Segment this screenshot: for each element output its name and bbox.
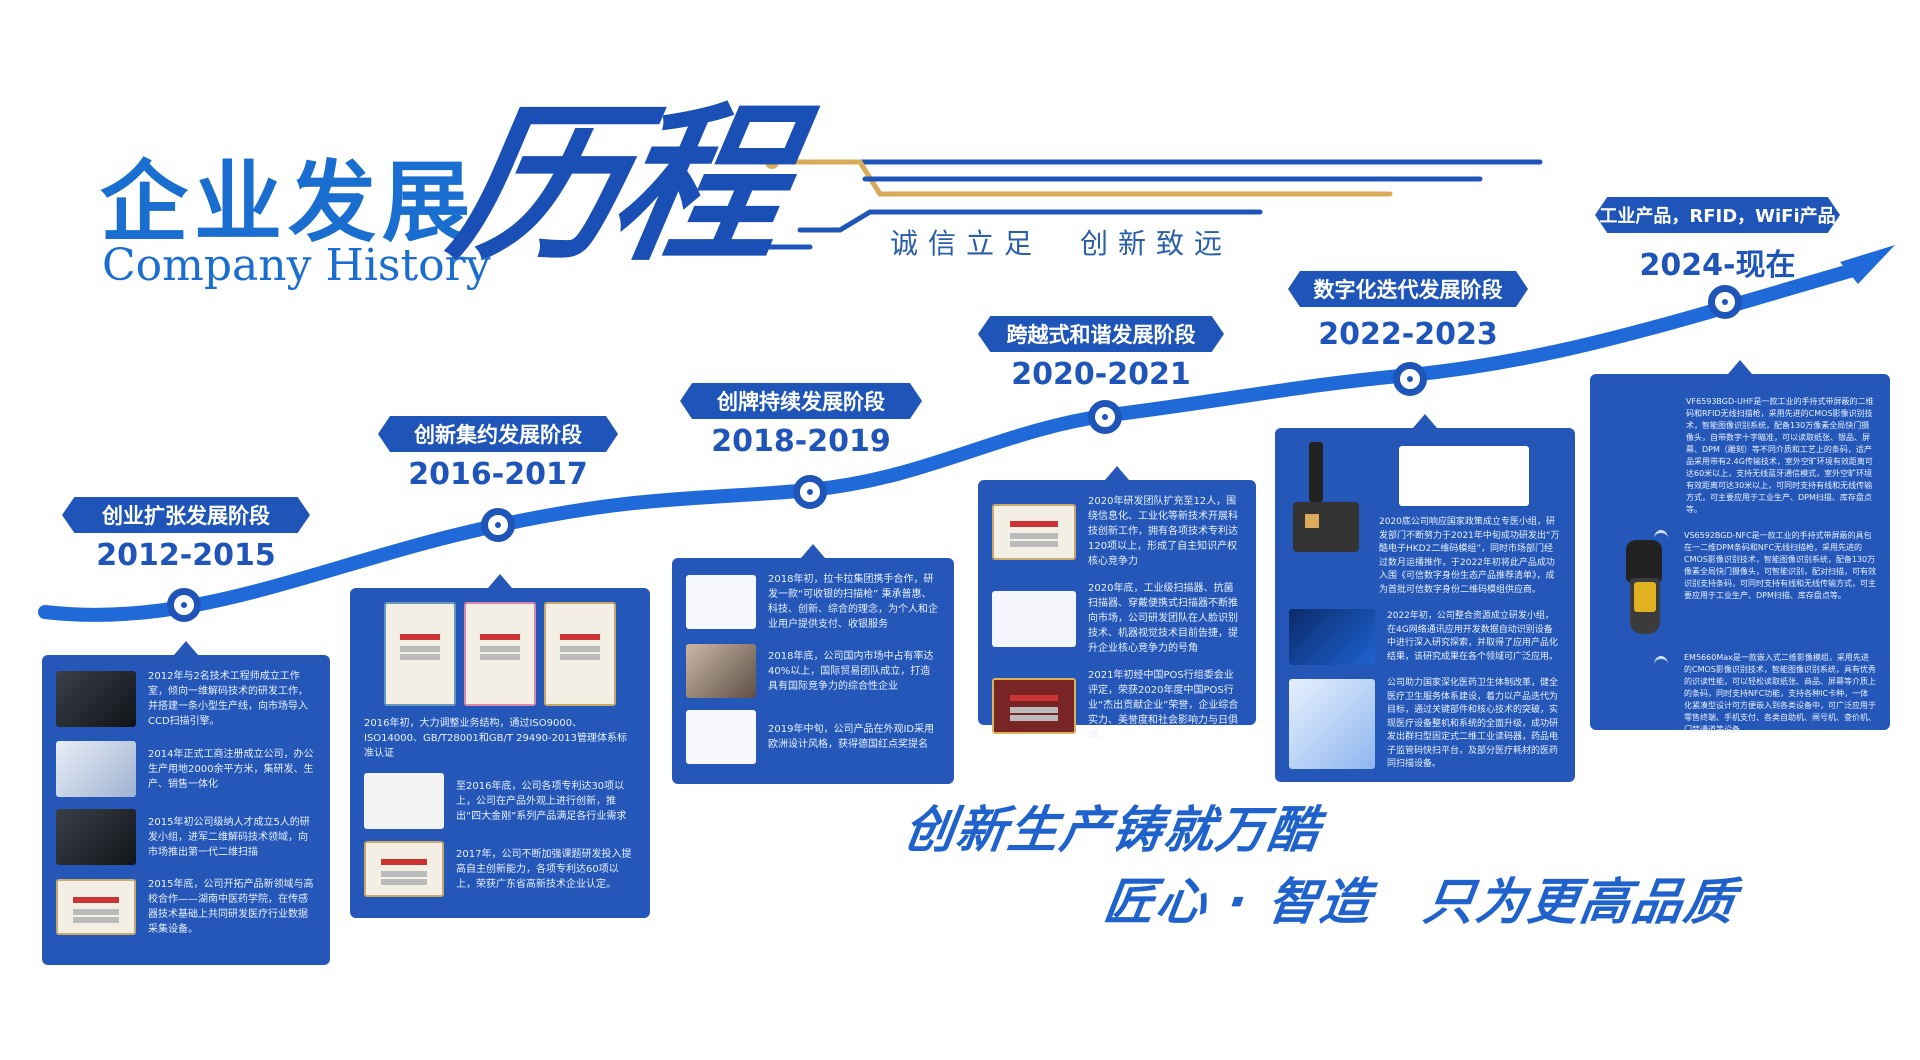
milestone-text: 2020底公司响应国家政策成立专医小组，研发部门不断努力于2021年中旬成功研发… xyxy=(1379,517,1560,595)
list-item: 2018年底，公司国内市场中占有率达40%以上，国际贸易团队成立，打造具有国际竞… xyxy=(686,644,940,698)
list-item: 2017年，公司不断加强课题研发投入提高自主创新能力，各项专利达60项以上，荣获… xyxy=(364,841,636,897)
motto: 诚信立足 创新致远 xyxy=(890,227,1233,260)
decorative-lines xyxy=(754,155,1543,253)
embedded-module-icon xyxy=(1604,652,1674,682)
timeline-arrowhead xyxy=(1840,245,1895,284)
stage-year-6: 2024-现在 xyxy=(1639,248,1796,283)
wifi-icon xyxy=(1654,656,1668,673)
page-title-en: Company History xyxy=(102,240,491,291)
list-item: 2015年初公司级纳人才成立5人的研发小组，进军二维解码技术领域，向市场推出第一… xyxy=(56,809,316,865)
stage-tag-5: 数字化迭代发展阶段 xyxy=(1288,271,1528,307)
timeline-node-3 xyxy=(793,475,827,509)
list-item: 2015年底，公司开拓产品新领域与高校合作——湖南中医药学院，在传感器技术基础上… xyxy=(56,877,316,937)
certificate-image xyxy=(384,602,456,706)
timeline-node-2 xyxy=(481,508,515,542)
milestone-text: 2012年与2名技术工程师成立工作室，倾向一维解码技术的研发工作，并搭建一条小型… xyxy=(148,671,308,727)
scan-module-image xyxy=(56,809,136,865)
list-item: 2021年初经中国POS行组委会业评定，荣获2020年度中国POS行业“杰出贡献… xyxy=(992,668,1242,743)
list-item: 2022年初，公司整合资源成立研发小组，在4G网络通讯应用开发数据自动识别设备中… xyxy=(1289,609,1561,665)
timeline-curve xyxy=(38,261,1867,622)
milestone-text: 2016年初，大力调整业务结构，通过ISO9000、ISO14000、GB/T2… xyxy=(364,718,628,759)
card-2016-2017: 2016年初，大力调整业务结构，通过ISO9000、ISO14000、GB/T2… xyxy=(350,574,650,918)
wifi-icon xyxy=(1654,530,1668,547)
network-device-image xyxy=(1289,609,1375,665)
timeline-node-4 xyxy=(1088,400,1122,434)
milestone-text: 2018年底，公司国内市场中占有率达40%以上，国际贸易团队成立，打造具有国际竞… xyxy=(768,650,934,692)
milestone-text: 2022年初，公司整合资源成立研发小组，在4G网络通讯应用开发数据自动识别设备中… xyxy=(1387,611,1559,662)
page-title-big: 历程 xyxy=(437,85,793,285)
stage-year-5: 2022-2023 xyxy=(1318,317,1498,352)
product-series-image xyxy=(364,773,444,829)
list-item: 2014年正式工商注册成立公司，办公生产用地2000余平方米，集研发、生产、销售… xyxy=(56,741,316,797)
list-item: 公司助力国家深化医药卫生体制改革，健全医疗卫生服务体系建设，着力以产品迭代为目标… xyxy=(1289,677,1561,772)
list-item: 2012年与2名技术工程师成立工作室，倾向一维解码技术的研发工作，并搭建一条小型… xyxy=(56,669,316,729)
building-image xyxy=(56,741,136,797)
payment-scanner-image xyxy=(686,575,756,629)
medical-devices-image xyxy=(1289,679,1375,770)
list-item: 2020年研发团队扩充至12人，围绕信息化、工业化等新技术开展科技创新工作，拥有… xyxy=(992,494,1242,569)
stage-tag-4: 跨越式和谐发展阶段 xyxy=(978,316,1224,352)
card-2024-now: VF6593BGD-UHF是一款工业的手持式带屏蔽的二维码和RFID无线扫描枪，… xyxy=(1590,360,1890,734)
stage-year-2: 2016-2017 xyxy=(408,457,588,492)
industrial-scanners-image xyxy=(992,590,1076,647)
milestone-text: 2020年研发团队扩充至12人，围绕信息化、工业化等新技术开展科技创新工作，拥有… xyxy=(1088,496,1238,567)
stage-tag-1: 创业扩张发展阶段 xyxy=(62,497,310,533)
list-item: 2020年底，工业级扫描器、抗菌扫描器、穿戴便携式扫描器不断推向市场，公司研发团… xyxy=(992,581,1242,656)
list-item: 2018年初，拉卡拉集团携手合作，研发一款“可收银的扫描枪” 秉承普惠、科技、创… xyxy=(686,572,940,632)
stage-tag-6: 工业产品，RFID，WiFi产品 xyxy=(1595,197,1840,233)
product-text: VF6593BGD-UHF是一款工业的手持式带屏蔽的二维码和RFID无线扫描枪，… xyxy=(1686,397,1874,514)
stage-year-3: 2018-2019 xyxy=(711,424,891,459)
team-photo-image xyxy=(686,644,756,698)
milestone-text: 2015年底，公司开拓产品新领域与高校合作——湖南中医药学院，在传感器技术基础上… xyxy=(148,879,314,935)
patent-certificates-image xyxy=(992,503,1076,560)
certificate-image xyxy=(464,602,536,706)
document-image xyxy=(1399,446,1529,506)
wearable-scanner-image xyxy=(686,710,756,764)
award-certificate-image xyxy=(364,841,444,897)
list-item: 至2016年底，公司各项专利达30项以上，公司在产品外观上进行创新，推出“四大金… xyxy=(364,773,636,829)
list-item: EM5660Max是一款嵌入式二维影像模组，采用先进的CMOS影像识别技术，智能… xyxy=(1604,652,1876,736)
list-item: 2020底公司响应国家政策成立专医小组，研发部门不断努力于2021年中旬成功研发… xyxy=(1289,442,1561,597)
milestone-text: 2017年，公司不断加强课题研发投入提高自主创新能力，各项专利达60项以上，荣获… xyxy=(456,848,632,890)
card-2020-2021: 2020年研发团队扩充至12人，围绕信息化、工业化等新技术开展科技创新工作，拥有… xyxy=(978,466,1256,741)
stage-year-1: 2012-2015 xyxy=(96,538,276,573)
milestone-text: 公司助力国家深化医药卫生体制改革，健全医疗卫生服务体系建设，着力以产品迭代为目标… xyxy=(1387,678,1559,769)
certificate-image xyxy=(544,602,616,706)
slogan-line-2: 匠心 · 智造 只为更高品质 xyxy=(1100,873,1741,931)
list-item: VS6592BGD-NFC是一款工业的手持式带屏蔽的具包在一二维DPM条码和NF… xyxy=(1604,530,1876,640)
stage-tag-2: 创新集约发展阶段 xyxy=(378,416,618,452)
slogan-line-1: 创新生产铸就万酷 xyxy=(900,801,1325,859)
rfid-scanner-image xyxy=(1604,530,1674,640)
timeline-node-6 xyxy=(1708,285,1742,319)
product-text: VS6592BGD-NFC是一款工业的手持式带屏蔽的具包在一二维DPM条码和NF… xyxy=(1684,531,1876,600)
timeline-node-5 xyxy=(1393,362,1427,396)
qr-module-image xyxy=(1289,442,1369,562)
plaque-image xyxy=(56,879,136,935)
milestone-text: 2019年中旬，公司产品在外观ID采用欧洲设计风格，获得德国红点奖提名 xyxy=(768,724,935,750)
milestone-text: 2014年正式工商注册成立公司，办公生产用地2000余平方米，集研发、生产、销售… xyxy=(148,748,314,790)
milestone-text: 2020年底，工业级扫描器、抗菌扫描器、穿戴便携式扫描器不断推向市场，公司研发团… xyxy=(1088,583,1238,654)
scanner-engine-image xyxy=(56,671,136,727)
stage-tag-3: 创牌持续发展阶段 xyxy=(680,383,922,419)
milestone-text: 2018年初，拉卡拉集团携手合作，研发一款“可收银的扫描枪” 秉承普惠、科技、创… xyxy=(768,574,938,630)
card-2012-2015: 2012年与2名技术工程师成立工作室，倾向一维解码技术的研发工作，并搭建一条小型… xyxy=(42,641,330,965)
milestone-text: 2015年初公司级纳人才成立5人的研发小组，进军二维解码技术领域，向市场推出第一… xyxy=(148,816,310,858)
page-title-cn: 企业发展 xyxy=(100,150,477,254)
card-2022-2023: 2020底公司响应国家政策成立专医小组，研发部门不断努力于2021年中旬成功研发… xyxy=(1275,414,1575,782)
milestone-text: 2021年初经中国POS行组委会业评定，荣获2020年度中国POS行业“杰出贡献… xyxy=(1088,670,1239,741)
timeline-node-1 xyxy=(167,588,201,622)
card-2018-2019: 2018年初，拉卡拉集团携手合作，研发一款“可收银的扫描枪” 秉承普惠、科技、创… xyxy=(672,544,954,784)
list-item: 2019年中旬，公司产品在外观ID采用欧洲设计风格，获得德国红点奖提名 xyxy=(686,710,940,764)
product-text: EM5660Max是一款嵌入式二维影像模组，采用先进的CMOS影像识别技术，智能… xyxy=(1684,653,1876,734)
award-plaque-image xyxy=(992,677,1076,734)
certificates-row xyxy=(364,602,636,706)
stage-year-4: 2020-2021 xyxy=(1011,357,1191,392)
milestone-text: 至2016年底，公司各项专利达30项以上，公司在产品外观上进行创新，推出“四大金… xyxy=(456,780,627,822)
